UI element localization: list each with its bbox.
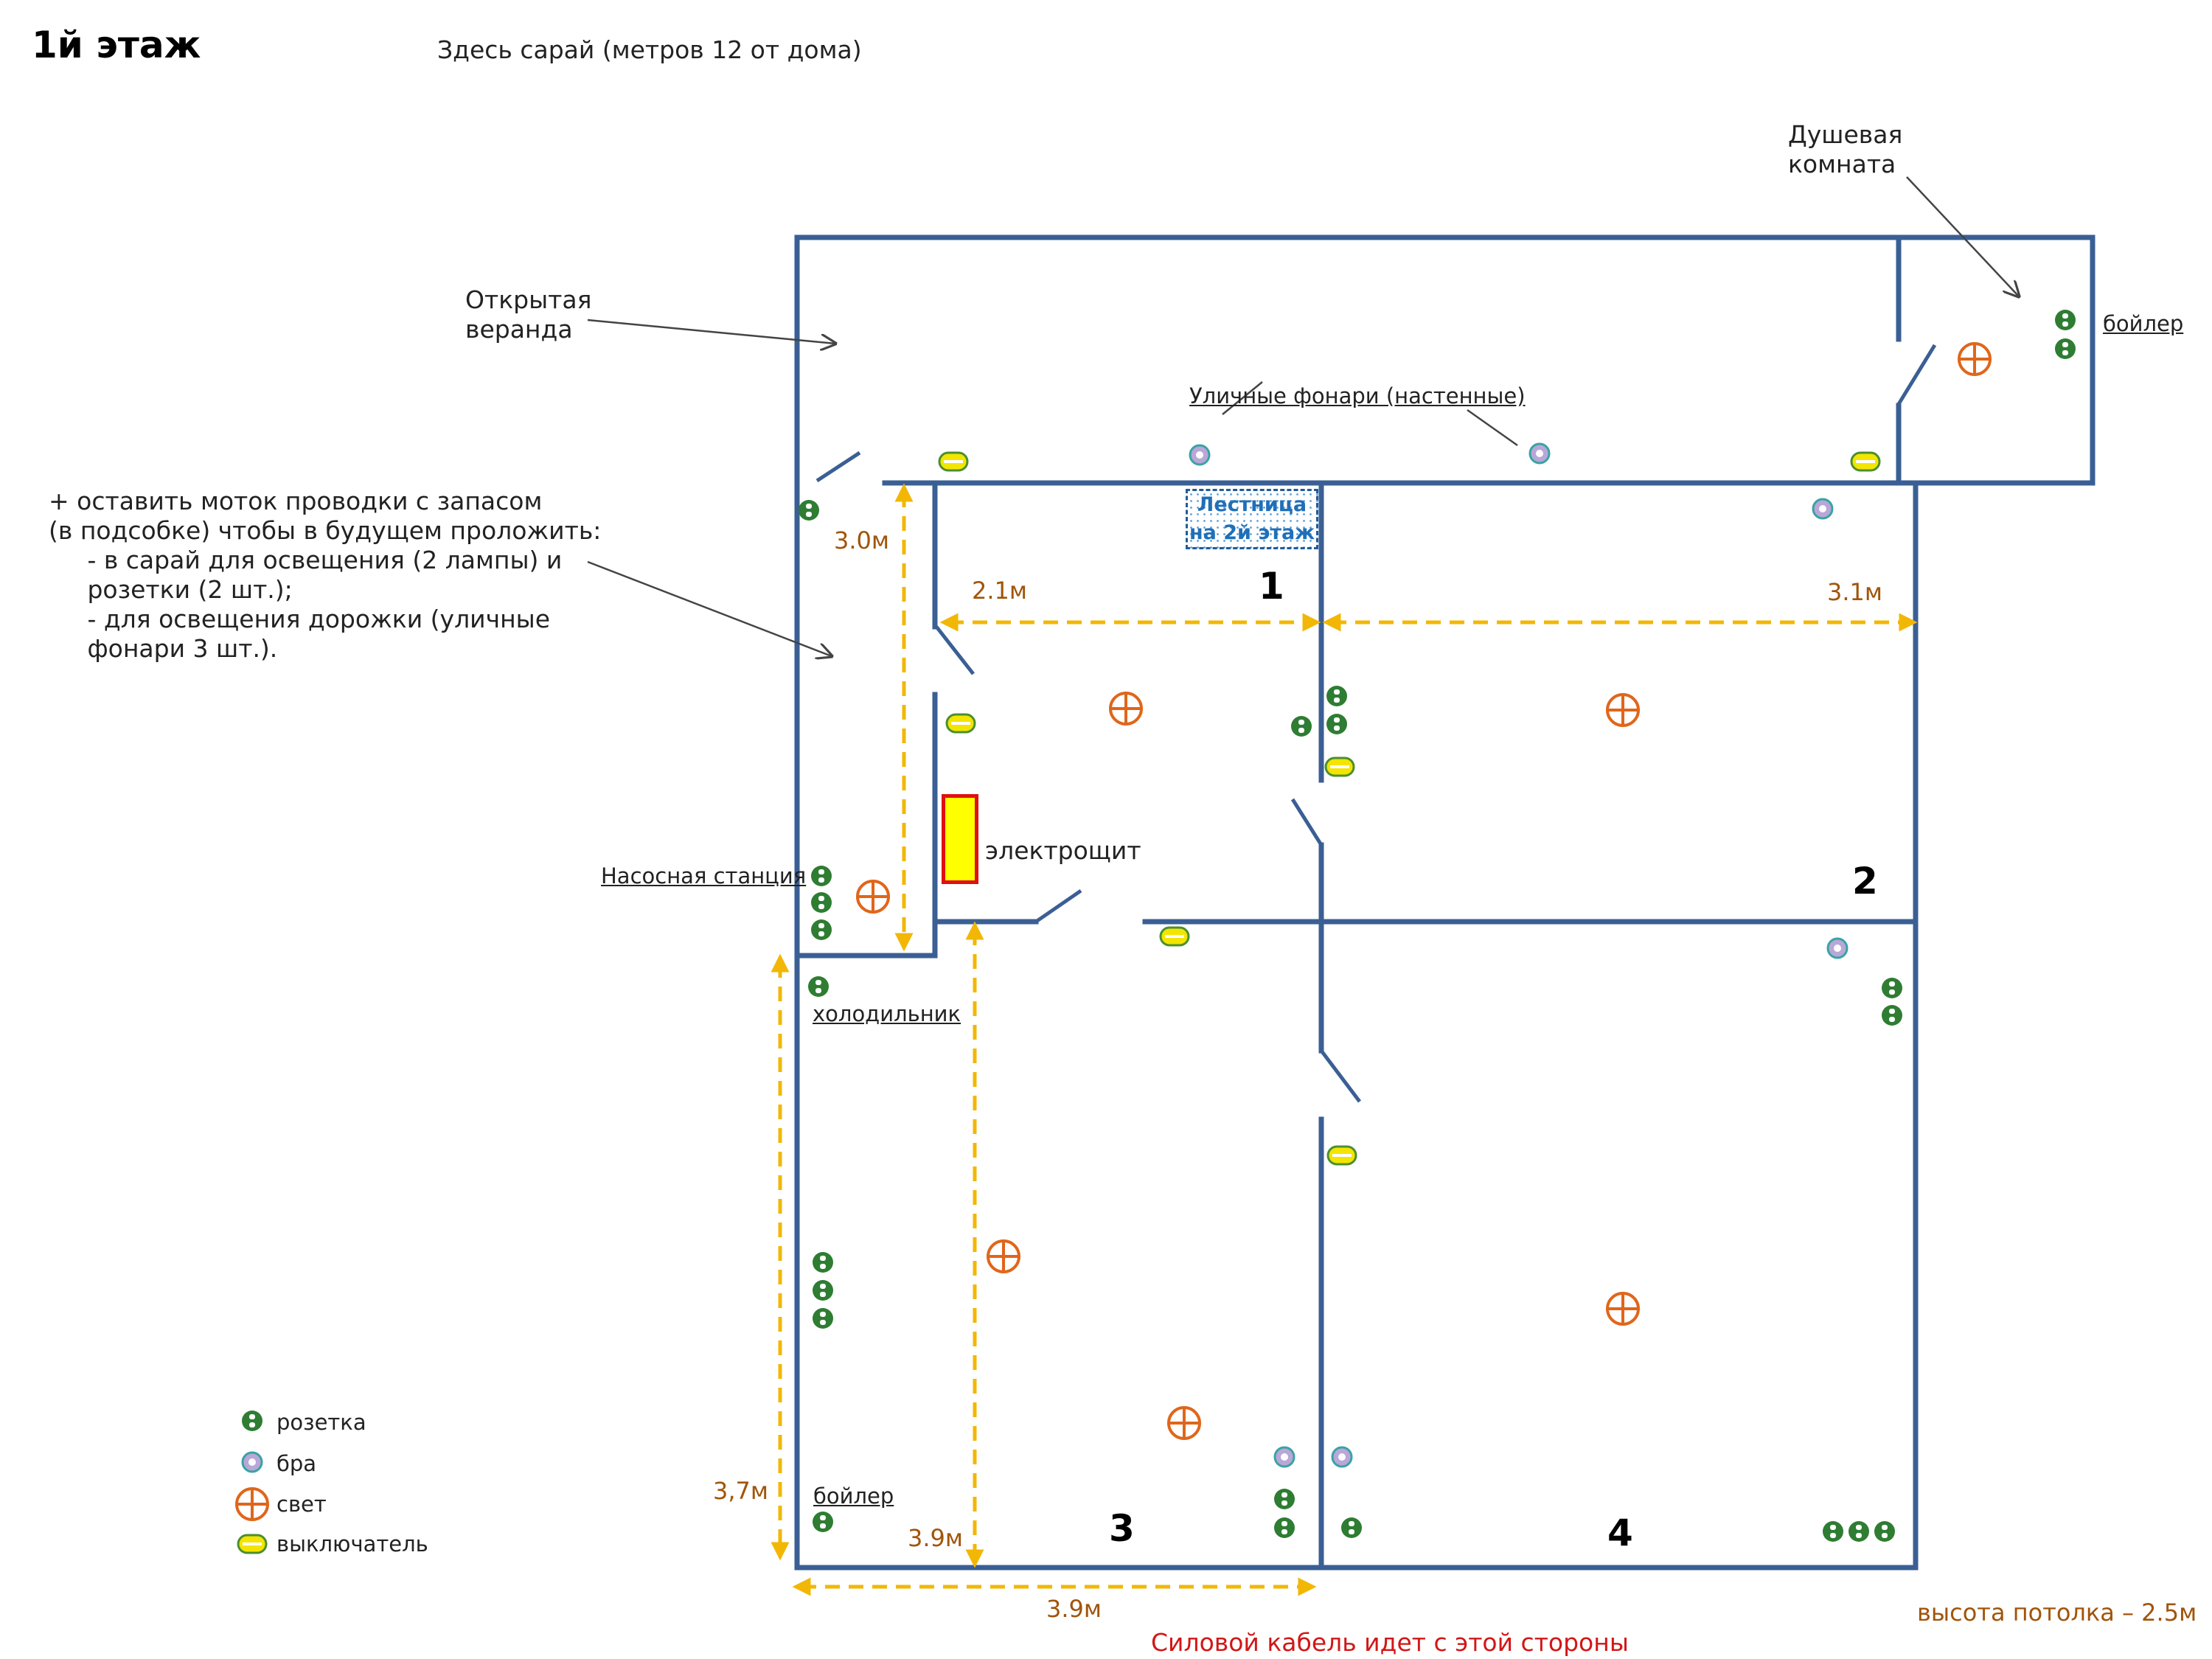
dim-hall-length: 3.0м — [834, 526, 890, 554]
socket-icon — [808, 976, 829, 997]
legend-light-icon — [235, 1487, 269, 1521]
socket-icon — [1882, 978, 1902, 998]
socket-icon — [813, 1252, 833, 1273]
electrical-panel — [942, 794, 978, 884]
socket-icon — [1848, 1521, 1869, 1542]
switch-icon — [1324, 757, 1355, 777]
wiring-note: + оставить моток проводки с запасом (в п… — [49, 487, 602, 663]
socket-icon — [1326, 714, 1347, 734]
socket-icon — [1274, 1489, 1295, 1509]
socket-icon — [1274, 1517, 1295, 1538]
switch-icon — [1159, 926, 1190, 947]
sconce-icon — [1273, 1446, 1295, 1468]
light-icon — [1167, 1406, 1201, 1440]
open-veranda-label: Открытая веранда — [465, 285, 592, 344]
walls — [794, 234, 2096, 1571]
socket-icon — [1341, 1517, 1362, 1538]
socket-icon — [813, 1512, 833, 1532]
socket-icon — [2055, 338, 2076, 359]
socket-icon — [1291, 716, 1312, 737]
legend-light-label: свет — [276, 1492, 327, 1517]
dim-room3-height: 3.9м — [908, 1524, 964, 1552]
dim-left-height: 3,7м — [713, 1477, 769, 1505]
shed-note: Здесь сарай (метров 12 от дома) — [437, 35, 862, 64]
legend-socket-icon — [242, 1411, 262, 1431]
socket-icon — [813, 1280, 833, 1301]
room-number-3: 3 — [1109, 1507, 1135, 1550]
dimension-arrows — [771, 483, 1918, 1596]
electrical-panel-label: электрощит — [985, 836, 1141, 865]
light-icon — [1958, 342, 1992, 376]
pointer-arrows — [587, 176, 2019, 656]
stairs-label: Лестница на 2й этаж — [1186, 489, 1318, 549]
switch-icon — [1850, 451, 1881, 472]
sconce-icon — [1812, 498, 1834, 520]
dim-room1-width: 2.1м — [972, 577, 1028, 605]
socket-icon — [1326, 686, 1347, 706]
socket-icon — [799, 500, 819, 521]
legend-sconce-label: бра — [276, 1451, 317, 1476]
socket-icon — [1823, 1521, 1843, 1542]
socket-icon — [1874, 1521, 1895, 1542]
boiler-bottom-label: бойлер — [813, 1484, 894, 1509]
socket-icon — [811, 866, 832, 886]
floor-title: 1й этаж — [32, 24, 201, 66]
light-icon — [1109, 692, 1143, 726]
sconce-icon — [1331, 1446, 1353, 1468]
street-lamps-label: Уличные фонари (настенные) — [1189, 383, 1526, 408]
fridge-label: холодильник — [813, 1001, 961, 1026]
legend-switch-icon — [237, 1534, 268, 1554]
switch-icon — [945, 713, 976, 734]
ceiling-height-note: высота потолка – 2.5м — [1917, 1599, 2197, 1627]
light-icon — [1606, 1292, 1640, 1326]
legend-sconce-icon — [241, 1451, 263, 1473]
socket-icon — [811, 919, 832, 940]
switch-icon — [1326, 1145, 1357, 1166]
room-number-4: 4 — [1607, 1512, 1633, 1554]
boiler-top-label: бойлер — [2103, 311, 2184, 336]
sconce-icon — [1528, 442, 1551, 465]
light-icon — [987, 1239, 1020, 1273]
light-icon — [856, 880, 890, 914]
light-icon — [1606, 693, 1640, 727]
sconce-icon — [1826, 937, 1848, 959]
sconce-icon — [1189, 444, 1211, 466]
legend-socket-label: розетка — [276, 1410, 366, 1435]
shower-room-label: Душевая комната — [1788, 120, 1903, 178]
socket-icon — [1882, 1005, 1902, 1026]
dim-room2-width: 3.1м — [1827, 578, 1883, 606]
switch-icon — [938, 451, 969, 472]
power-cable-note: Силовой кабель идет с этой стороны — [1151, 1628, 1629, 1657]
room-number-1: 1 — [1259, 565, 1284, 608]
pump-station-label: Насосная станция — [601, 863, 807, 888]
room-number-2: 2 — [1852, 860, 1878, 902]
dim-bottom-width: 3.9м — [1046, 1595, 1102, 1623]
socket-icon — [813, 1308, 833, 1329]
socket-icon — [2055, 310, 2076, 330]
legend-switch-label: выключатель — [276, 1531, 428, 1557]
door-swings — [815, 344, 1937, 1103]
socket-icon — [811, 892, 832, 913]
